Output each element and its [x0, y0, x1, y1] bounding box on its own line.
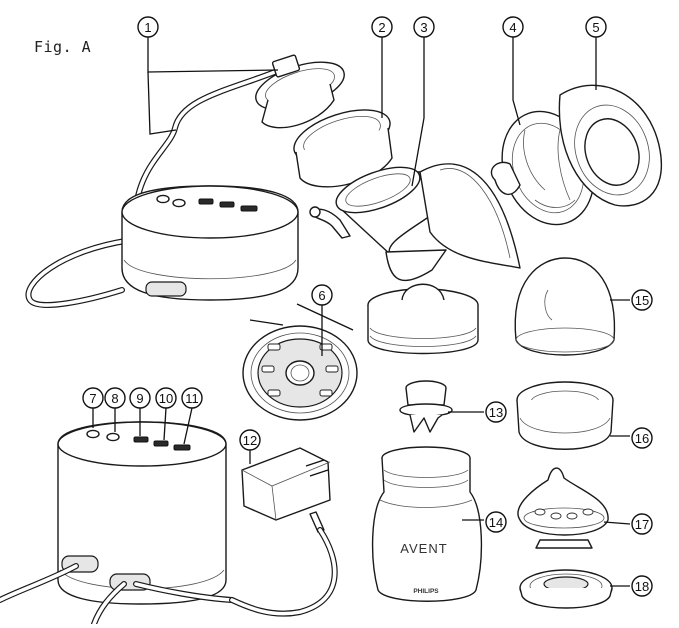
callout-9: 9: [129, 387, 151, 409]
motor-top-buttons: [156, 194, 258, 212]
callout-11-number: 11: [185, 391, 199, 406]
callout-13-number: 13: [489, 405, 503, 420]
callout-3-number: 3: [420, 20, 427, 35]
callout-12-number: 12: [243, 433, 257, 448]
motor-underside-detail: [242, 303, 358, 421]
diaphragm-ring: [293, 109, 393, 188]
silicone-diaphragm: [255, 54, 345, 129]
callout-1: 1: [137, 16, 159, 38]
callout-8-circle: [104, 387, 126, 409]
callout-4-number: 4: [509, 20, 516, 35]
callout-1-circle: [137, 16, 159, 38]
callout-2: 2: [371, 16, 393, 38]
callout-16-number: 16: [635, 431, 649, 446]
callout-10: 10: [155, 387, 177, 409]
callout-9-circle: [129, 387, 151, 409]
motor-unit-top: [121, 185, 299, 301]
motor-unit-bottom: [0, 421, 235, 627]
bottle-logo-text: AVENT: [400, 541, 447, 556]
callout-5-number: 5: [592, 20, 599, 35]
callout-14-number: 14: [489, 515, 503, 530]
callout-13-circle: [485, 401, 507, 423]
callout-10-number: 10: [159, 391, 173, 406]
callout-15-number: 15: [635, 293, 649, 308]
callout-5-circle: [585, 16, 607, 38]
tubing-cable-top: [25, 67, 283, 308]
callout-6-number: 6: [318, 288, 325, 303]
callout-17-number: 17: [635, 517, 649, 532]
callout-12-circle: [239, 429, 261, 451]
callout-15-circle: [631, 289, 653, 311]
pump-body: [309, 163, 521, 282]
callout-11: 11: [181, 387, 203, 409]
callout-18-number: 18: [635, 579, 649, 594]
callout-6-circle: [311, 284, 333, 306]
figure-label: Fig. A: [34, 38, 92, 56]
callout-14-circle: [485, 511, 507, 533]
bottle-maker-text: PHILIPS: [413, 588, 439, 595]
callout-18: 18: [631, 575, 653, 597]
bottle-adapter: [367, 283, 479, 355]
callout-13: 13: [485, 401, 507, 423]
callout-7-number: 7: [89, 391, 96, 406]
callout-17-circle: [631, 513, 653, 535]
motor-bottom-buttons: [86, 429, 191, 451]
callout-5: 5: [585, 16, 607, 38]
dome-cap: [514, 257, 616, 356]
callout-8: 8: [104, 387, 126, 409]
callout-14: 14: [485, 511, 507, 533]
callout-4: 4: [502, 16, 524, 38]
sealing-disc: [519, 569, 613, 609]
cushion-cover: [558, 84, 663, 207]
callout-7-circle: [82, 387, 104, 409]
callout-2-circle: [371, 16, 393, 38]
callout-17: 17: [631, 513, 653, 535]
callout-9-number: 9: [136, 391, 143, 406]
callout-1-number: 1: [144, 20, 151, 35]
teat: [517, 467, 609, 549]
callout-12: 12: [239, 429, 261, 451]
callout-7: 7: [82, 387, 104, 409]
callout-3: 3: [413, 16, 435, 38]
callout-16-circle: [631, 427, 653, 449]
callout-10-circle: [155, 387, 177, 409]
valve: [399, 380, 453, 433]
callout-4-circle: [502, 16, 524, 38]
leader-lines: [92, 36, 631, 587]
callout-18-circle: [631, 575, 653, 597]
bottle: AVENT PHILIPS: [371, 446, 483, 602]
callout-8-number: 8: [111, 391, 118, 406]
power-adapter: [229, 447, 338, 617]
callout-16: 16: [631, 427, 653, 449]
callout-11-circle: [181, 387, 203, 409]
callout-15: 15: [631, 289, 653, 311]
callout-3-circle: [413, 16, 435, 38]
callout-2-number: 2: [378, 20, 385, 35]
screw-ring: [516, 381, 614, 450]
callout-6: 6: [311, 284, 333, 306]
